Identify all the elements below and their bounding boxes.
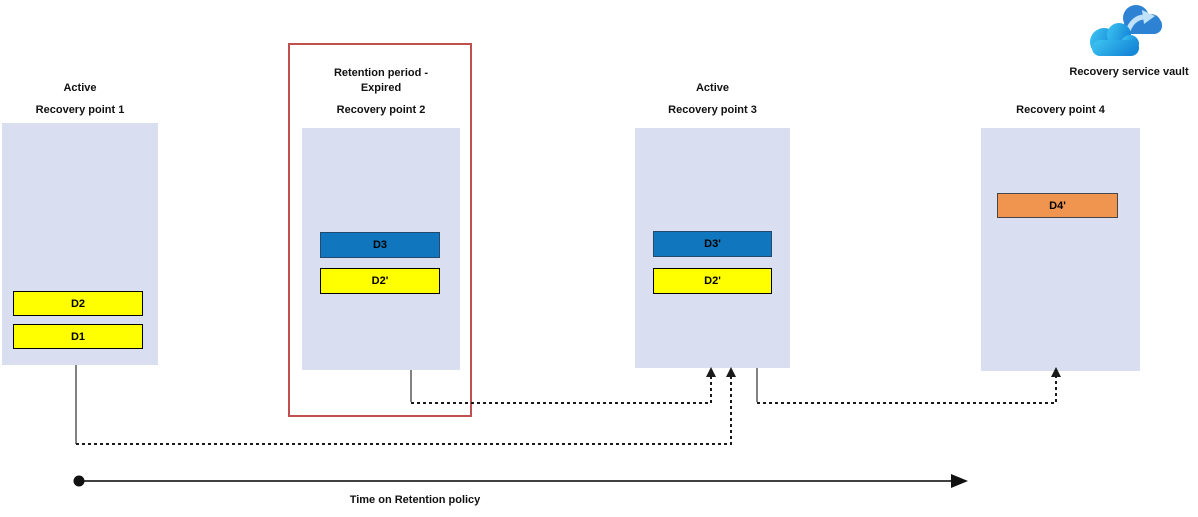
timeline-start-dot — [73, 475, 85, 487]
recovery-point-4-title: Recovery point 4 — [1016, 104, 1105, 116]
data-chip-d3: D3 — [320, 232, 440, 258]
recovery-service-vault-cloud-icon — [1090, 5, 1162, 56]
data-chip-d2: D2 — [13, 291, 143, 316]
data-chip-d2-prime: D2' — [320, 268, 440, 294]
recovery-point-4-box: D4' — [981, 128, 1140, 371]
arrowhead-rp3-a — [706, 367, 716, 377]
recovery-point-2-box: D3 D2' — [302, 128, 460, 370]
timeline-label: Time on Retention policy — [349, 494, 481, 506]
vault-caption: Recovery service vault — [1069, 66, 1189, 78]
data-chip-d1: D1 — [13, 324, 143, 349]
recovery-point-2-status: Retention period - Expired — [333, 67, 429, 94]
connector-rp3-to-rp4-dashed — [757, 374, 1057, 404]
arrowhead-rp3-b — [726, 367, 736, 377]
recovery-point-1-box: D2 D1 — [2, 123, 158, 365]
data-chip-d3-prime: D3' — [653, 231, 772, 257]
recovery-point-4-group: Recovery point 4 D4' — [981, 0, 1140, 371]
data-chip-d4-prime: D4' — [997, 193, 1118, 218]
recovery-point-3-box: D3' D2' — [635, 128, 790, 368]
recovery-point-2-title: Recovery point 2 — [336, 104, 426, 116]
data-chip-d2-prime: D2' — [653, 268, 772, 294]
timeline-arrowhead — [951, 474, 968, 488]
recovery-point-3-title: Recovery point 3 — [668, 104, 757, 116]
recovery-point-2-group: Retention period - Expired Recovery poin… — [302, 0, 460, 370]
recovery-point-1-status: Active — [63, 82, 97, 94]
recovery-point-1-title: Recovery point 1 — [35, 104, 125, 116]
recovery-point-3-status: Active — [695, 82, 730, 94]
recovery-point-3-group: Active Recovery point 3 D3' D2' — [635, 0, 790, 368]
recovery-point-1-group: Active Recovery point 1 D2 D1 — [2, 0, 158, 365]
